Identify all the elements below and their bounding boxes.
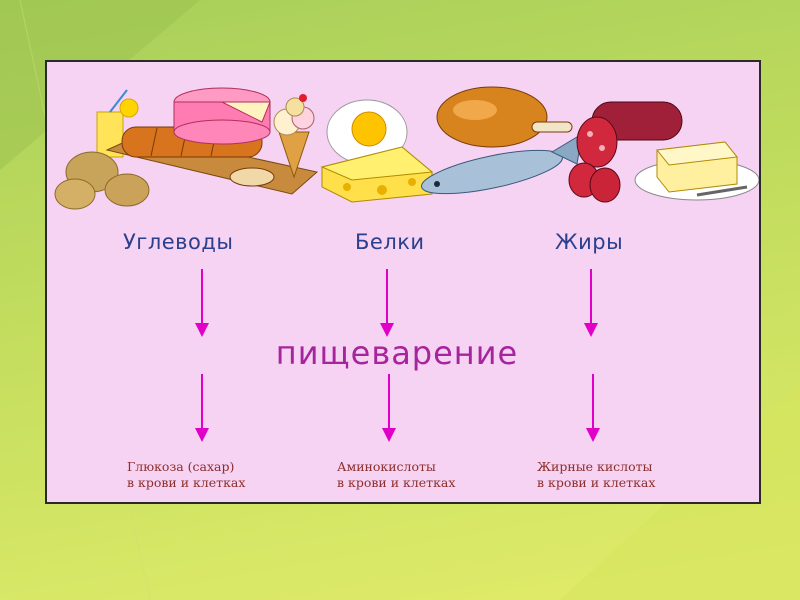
bread-icon: [105, 126, 319, 195]
arrow-digestion-to-amino-acids: [382, 374, 396, 442]
sausage-icon: [568, 101, 683, 203]
process-label: пищеварение: [275, 334, 519, 372]
arrow-proteins-to-digestion: [380, 269, 394, 337]
food-illustration: [54, 86, 759, 210]
result-amino-acids: Аминокислоты в крови и клетках: [337, 459, 455, 491]
chicken-icon: [436, 86, 573, 148]
result-fatty-acids-line2: в крови и клетках: [537, 475, 656, 490]
potato-icon: [54, 151, 150, 210]
category-carbs: Углеводы: [123, 230, 234, 254]
arrow-fats-to-digestion: [584, 269, 598, 337]
result-glucose: Глюкоза (сахар) в крови и клетках: [127, 459, 245, 491]
result-glucose-line2: в крови и клетках: [127, 475, 246, 490]
result-fatty-acids: Жирные кислоты в крови и клетках: [537, 459, 655, 491]
ice-cream-icon: [273, 94, 315, 179]
result-glucose-line1: Глюкоза (сахар): [127, 459, 235, 474]
butter-icon: [634, 141, 759, 201]
category-proteins: Белки: [355, 230, 425, 254]
egg-icon: [326, 99, 408, 165]
arrow-carbs-to-digestion: [195, 269, 209, 337]
cheese-icon: [320, 146, 434, 203]
arrow-digestion-to-glucose: [195, 374, 209, 442]
result-fatty-acids-line1: Жирные кислоты: [537, 459, 653, 474]
diagram-panel: Углеводы Белки Жиры пищеварение Глюкоза …: [45, 60, 761, 504]
result-amino-acids-line2: в крови и клетках: [337, 475, 456, 490]
cake-icon: [173, 87, 271, 145]
arrow-digestion-to-fatty-acids: [586, 374, 600, 442]
category-fats: Жиры: [555, 230, 624, 254]
result-amino-acids-line1: Аминокислоты: [337, 459, 436, 474]
